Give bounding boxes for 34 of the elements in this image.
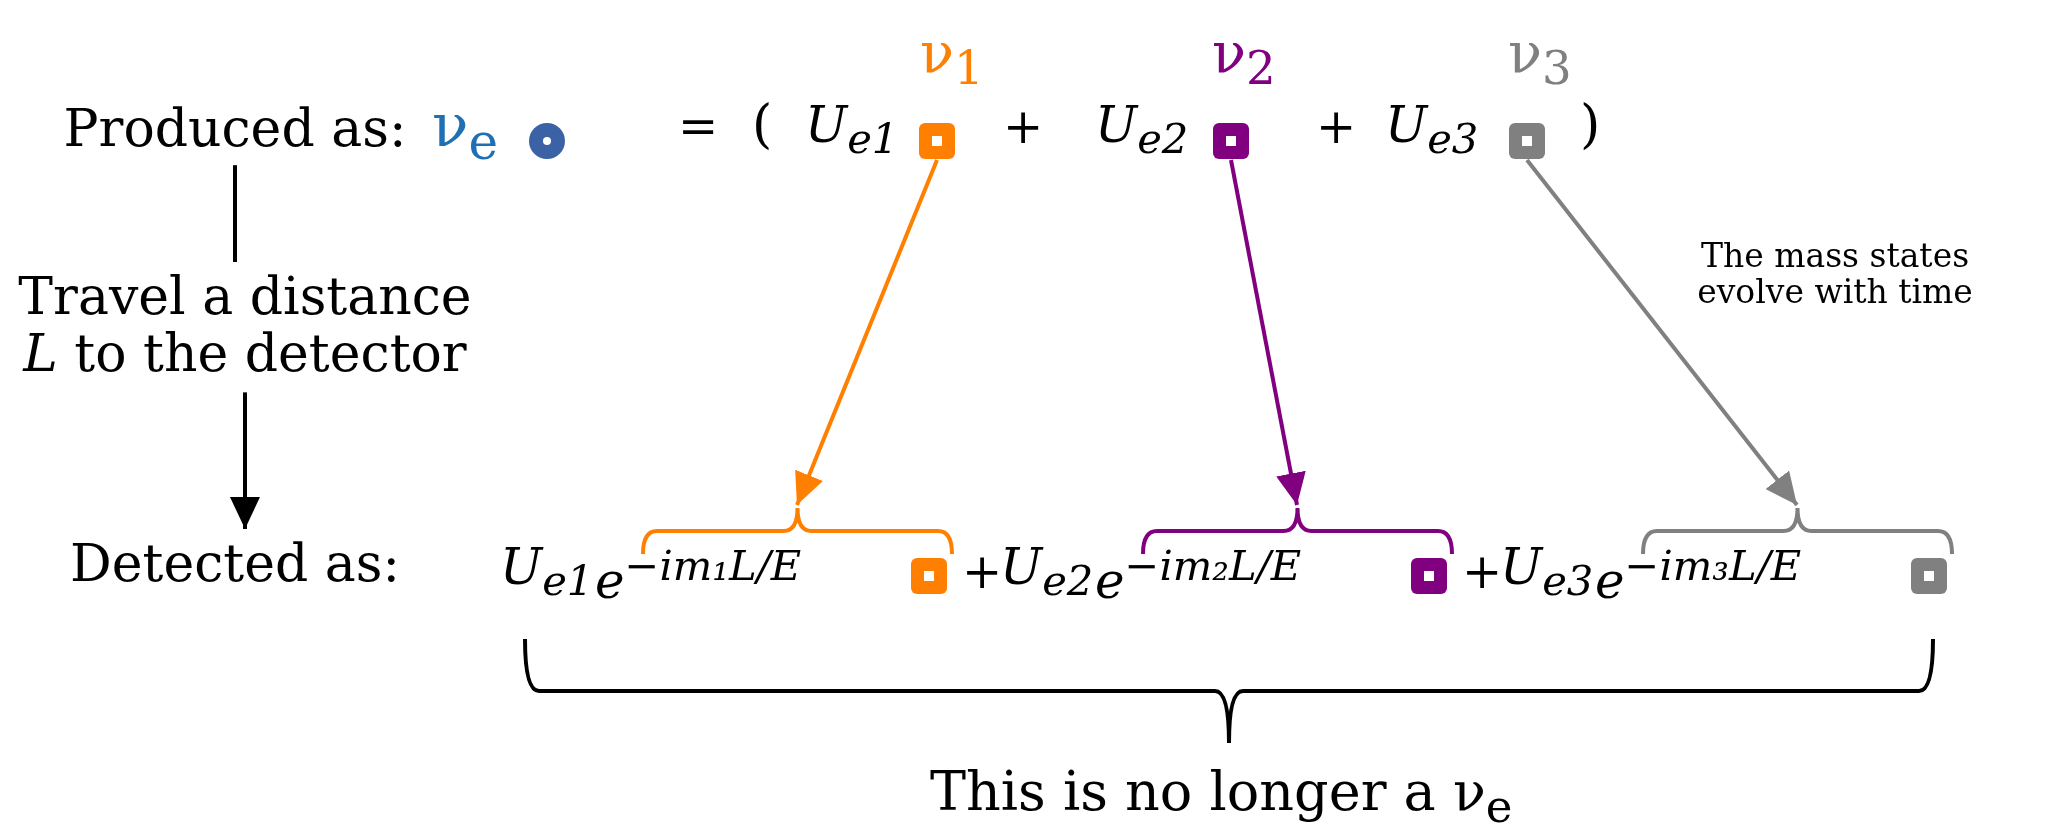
math-symbol: U$_{e3}$ — [1500, 540, 1594, 604]
arrow — [1229, 159, 1306, 506]
exponential-term: e$^{−im₃L/E}$ — [1595, 543, 1802, 609]
plus-sign: + — [1462, 545, 1503, 598]
state-label: ν$_{2}$ — [1212, 22, 1276, 95]
math-symbol: U$_{e1}$ — [500, 540, 594, 604]
plus-sign: + — [1003, 100, 1044, 153]
step-label: Detected as: — [55, 535, 415, 593]
parenthesis: ( — [752, 96, 773, 154]
state-label: ν$_{3}$ — [1508, 22, 1572, 95]
math-symbol: U$_{e2}$ — [1000, 540, 1094, 604]
math-symbol: ν$_{e}$ — [432, 92, 499, 170]
state-square — [1212, 122, 1250, 160]
state-square — [1508, 122, 1546, 160]
plus-sign: + — [1316, 100, 1357, 153]
math-symbol: U$_{e2}$ — [1095, 98, 1189, 162]
note-text: The mass states evolve with time — [1696, 238, 1974, 311]
math-symbol: U$_{e3}$ — [1385, 98, 1479, 162]
parenthesis: ) — [1580, 96, 1601, 154]
state-square — [918, 122, 956, 160]
conclusion-text: This is no longer a ν$_{e}$ — [930, 762, 1513, 832]
math-symbol: U$_{e1}$ — [805, 98, 899, 162]
arrow — [230, 392, 260, 529]
state-circle — [528, 122, 566, 160]
connector-line — [233, 165, 237, 262]
step-label: Travel a distance L to the detector — [5, 268, 485, 383]
arrow — [1525, 158, 1799, 507]
exponential-term: e$^{−im₁L/E}$ — [595, 543, 802, 609]
state-label: ν$_{1}$ — [920, 22, 984, 95]
plus-sign: + — [962, 545, 1003, 598]
arrow — [795, 159, 939, 506]
equals-sign: = — [678, 100, 719, 153]
step-label: Produced as: — [55, 100, 415, 158]
exponential-term: e$^{−im₂L/E}$ — [1095, 543, 1302, 609]
